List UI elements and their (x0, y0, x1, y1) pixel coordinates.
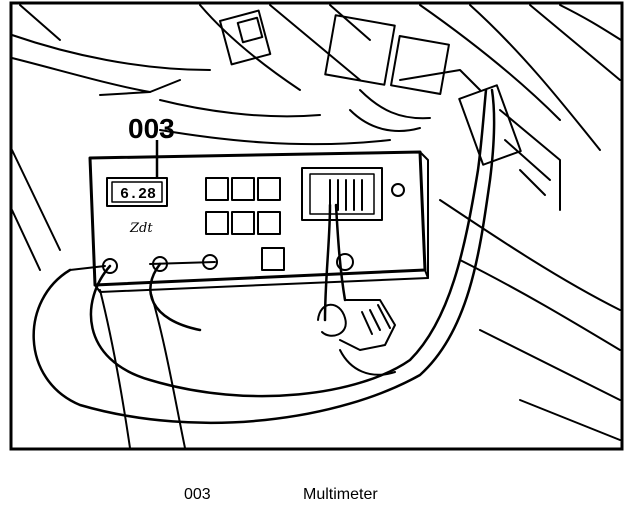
multimeter-dial-panel (301, 167, 405, 221)
display-reading: 6.28 (120, 186, 156, 203)
alligator-clips (317, 253, 396, 376)
legend-code: 003 (184, 486, 211, 503)
dashboard-lines (11, 4, 622, 449)
legend-label: Multimeter (303, 486, 378, 503)
multimeter-display (106, 177, 168, 207)
multimeter-illustration: 003 6.28 Zdt (9, 1, 624, 451)
multimeter-brand-logo: Zdt (129, 221, 153, 236)
callout-003: 003 (128, 113, 175, 144)
multimeter-buttons (205, 177, 285, 271)
figure-frame (9, 1, 624, 451)
multimeter-body (88, 150, 429, 293)
engine-connectors (218, 9, 561, 211)
